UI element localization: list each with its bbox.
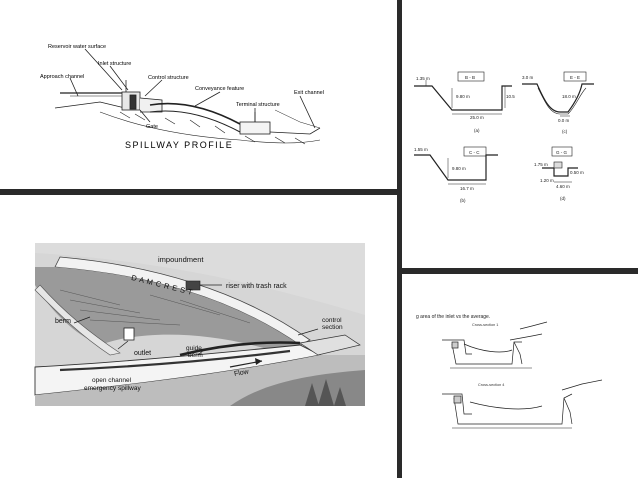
label-guide-2: berm bbox=[188, 352, 203, 359]
cross-heading: g area of the inlet vs the average. bbox=[416, 314, 490, 320]
label-flow: Flow bbox=[234, 368, 251, 378]
section-bb-bottom: 25.0 m bbox=[470, 115, 484, 120]
label-outlet: outlet bbox=[134, 350, 151, 357]
section-gg-depth: 0.50 m bbox=[570, 170, 584, 175]
divider-right-horizontal bbox=[400, 268, 638, 274]
divider-left-horizontal bbox=[0, 189, 400, 195]
label-control-1: control bbox=[322, 317, 342, 324]
section-gg-caption: (d) bbox=[560, 196, 566, 201]
label-exit: Exit channel bbox=[294, 90, 324, 96]
section-gg-tag: G - G bbox=[556, 150, 567, 155]
label-control-2: section bbox=[322, 324, 343, 331]
section-cc-tag: C - C bbox=[469, 150, 480, 155]
section-gg-left: 1.75 m bbox=[534, 162, 548, 167]
label-channel-1: open channel bbox=[92, 377, 132, 384]
cross-label-1: Cross-section 1 bbox=[472, 323, 498, 327]
section-bb-left: 1.35 m bbox=[416, 76, 430, 81]
section-cc-depth: 9.80 m bbox=[452, 166, 466, 171]
section-bb-caption: (a) bbox=[474, 128, 480, 133]
label-reservoir: Reservoir water surface bbox=[48, 44, 106, 50]
section-cc-caption: (b) bbox=[460, 198, 466, 203]
channel-sections-panel: B - B 1.35 m 9.80 m 10.5 25.0 m (a) E - … bbox=[402, 0, 638, 268]
label-gate: Gate bbox=[146, 124, 158, 130]
section-cc-bottom: 16.7 m bbox=[460, 186, 474, 191]
section-ee-depth: 18.0 m bbox=[562, 94, 576, 99]
section-ee-caption: (c) bbox=[562, 129, 568, 134]
section-bb-right: 10.5 bbox=[506, 94, 515, 99]
label-conveyance: Conveyance feature bbox=[195, 86, 244, 92]
label-channel-2: emergency spillway bbox=[84, 385, 141, 392]
section-bb-depth: 9.80 m bbox=[456, 94, 470, 99]
label-inlet: Inlet structure bbox=[98, 61, 131, 67]
dam-spillway-panel: impoundment riser with trash rack D A M … bbox=[0, 195, 397, 478]
section-ee-right: 0.0 m bbox=[558, 118, 570, 123]
divider-vertical bbox=[397, 0, 402, 478]
label-control: Control structure bbox=[148, 75, 189, 81]
cross-label-4: Cross-section 4 bbox=[478, 383, 504, 387]
section-gg-top: 1.20 m bbox=[540, 178, 554, 183]
label-impoundment: impoundment bbox=[158, 255, 204, 264]
inlet-sections-panel: g area of the inlet vs the average. Cros… bbox=[402, 274, 638, 478]
section-bb-tag: B - B bbox=[465, 75, 475, 80]
label-terminal: Terminal structure bbox=[236, 102, 280, 108]
section-ee-tag: E - E bbox=[570, 75, 580, 80]
section-cc-left: 1.55 m bbox=[414, 147, 428, 152]
label-approach: Approach channel bbox=[40, 74, 84, 80]
label-berm: berm bbox=[55, 318, 71, 325]
section-ee-left: 3.0 m bbox=[522, 75, 534, 80]
spillway-profile-panel: Reservoir water surface Inlet structure … bbox=[0, 0, 397, 189]
section-gg-bottom: 4.60 m bbox=[556, 184, 570, 189]
spillway-title: SPILLWAY PROFILE bbox=[125, 140, 233, 150]
label-riser: riser with trash rack bbox=[226, 283, 287, 290]
label-guide-1: guide bbox=[186, 345, 202, 352]
